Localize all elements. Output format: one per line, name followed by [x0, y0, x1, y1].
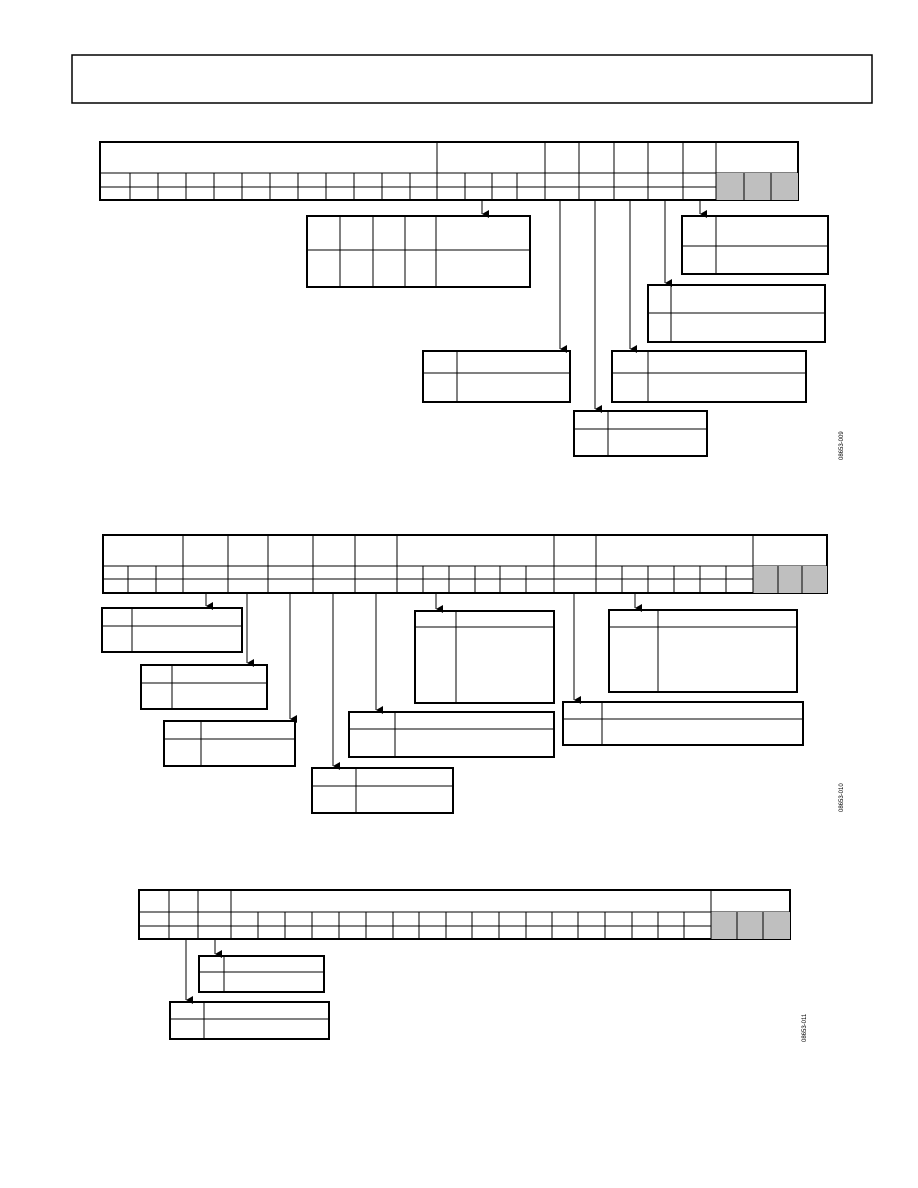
figure-2-callout-b	[140, 664, 268, 710]
figure-2-register-table	[102, 534, 828, 594]
figure-1-callout-bottom	[573, 410, 708, 457]
figure-1-callout-ab-counter	[306, 215, 531, 288]
figure-2-arrows	[205, 593, 642, 770]
figure-3-id: 08653-011	[802, 1013, 808, 1042]
figure-1-callout-right-top	[681, 215, 829, 275]
figure-2-reserved-cells	[753, 566, 827, 593]
figure-1-callout-left-low	[422, 350, 571, 403]
figure-2-id: 08653-010	[839, 783, 845, 812]
figure-2-callout-a	[101, 607, 243, 653]
figure-1-callout-right-low	[611, 350, 807, 403]
figure-1-latch-map	[99, 141, 829, 457]
figure-3-callout-b	[169, 1001, 330, 1040]
figure-2-latch-map	[101, 534, 828, 814]
figure-3-callout-a	[198, 955, 325, 993]
figure-3-arrows	[185, 939, 222, 1004]
figure-2-callout-e	[348, 711, 555, 758]
figure-1-reserved-cells	[716, 173, 798, 200]
figure-2-callout-g	[562, 701, 804, 746]
figure-3-register-table	[138, 889, 791, 940]
figure-1-arrows	[481, 200, 707, 413]
figure-2-callout-h	[608, 609, 798, 693]
figure-1-callout-right-mid	[647, 284, 826, 343]
figure-2-callout-d	[311, 767, 454, 814]
figure-3-reserved-cells	[711, 912, 790, 939]
figure-2-callout-f	[414, 610, 555, 704]
figure-3-latch-map	[138, 889, 791, 1040]
page-header-box	[71, 54, 873, 104]
figure-1-id: 08653-009	[839, 431, 845, 460]
figure-1-register-table	[99, 141, 799, 201]
figure-2-callout-c	[163, 720, 296, 767]
